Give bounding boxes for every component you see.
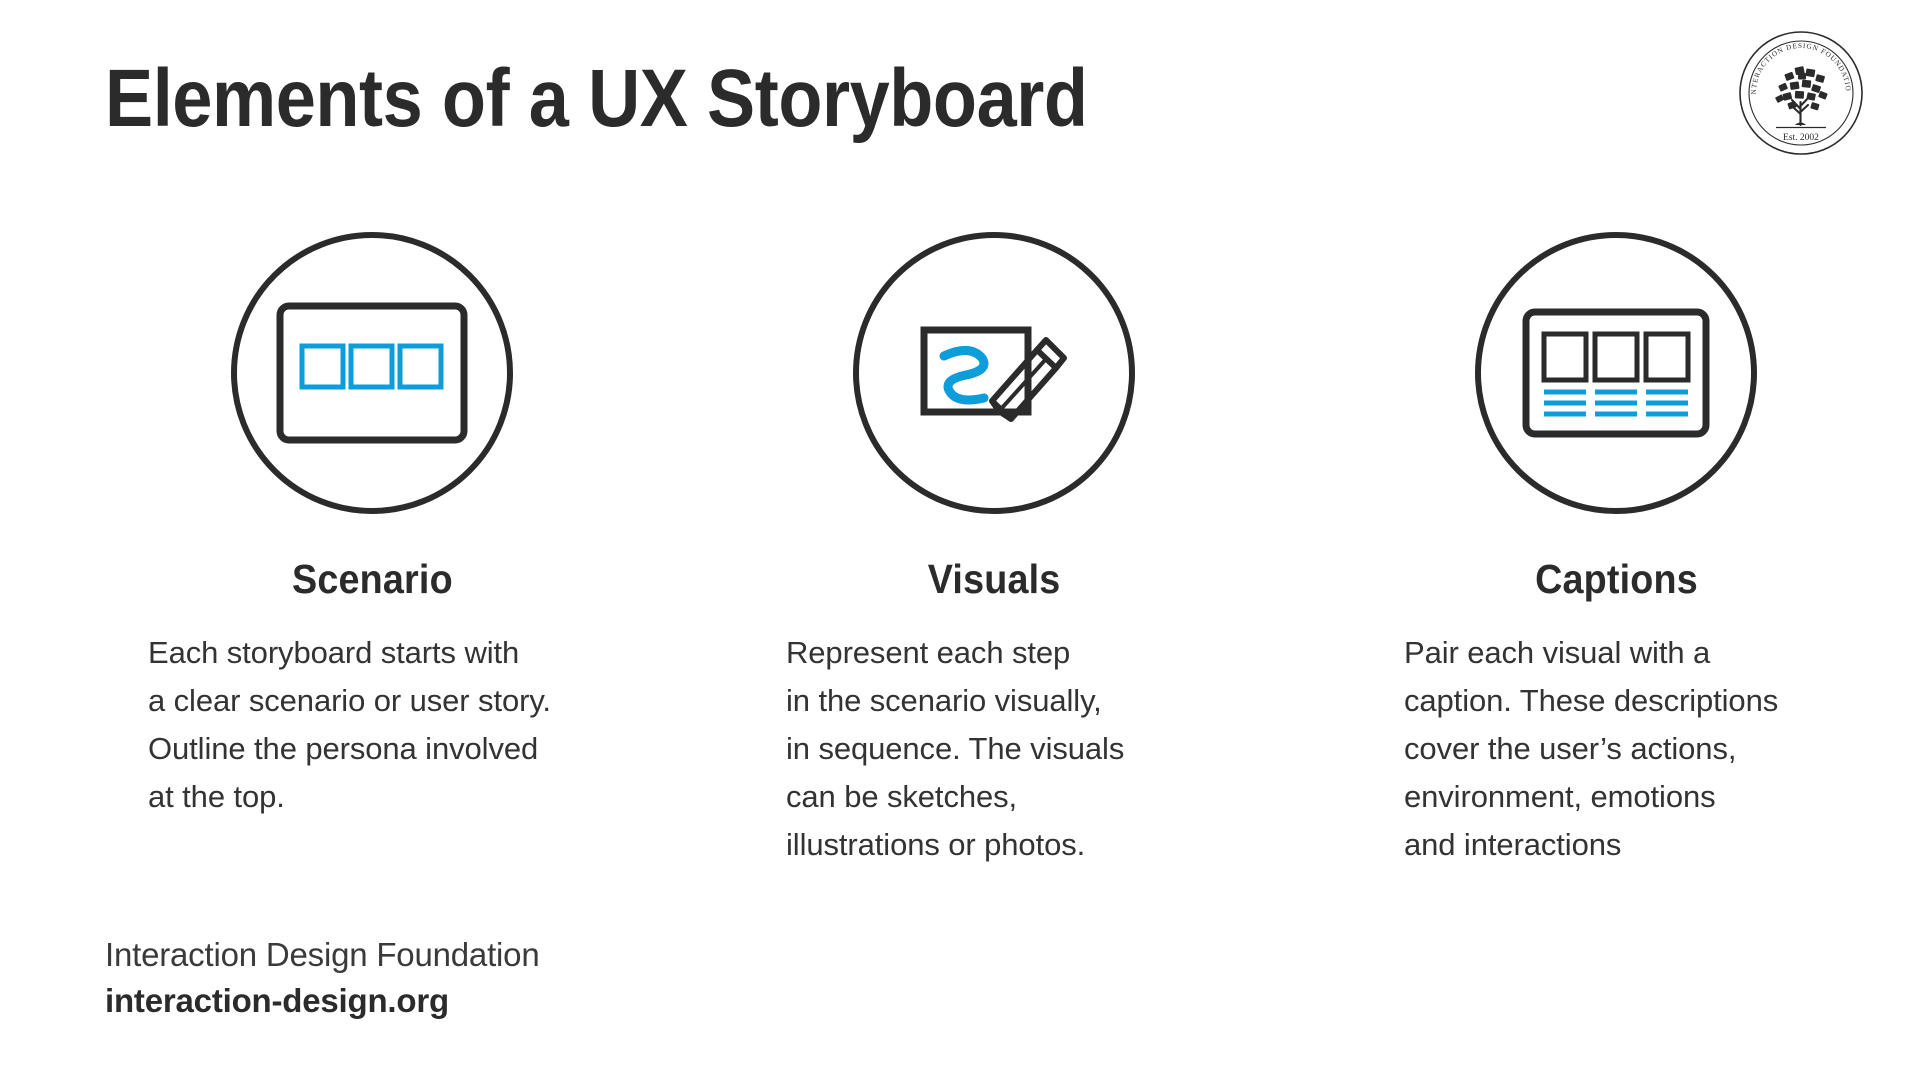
body-line: and interactions [1404,827,1622,862]
card-body-captions: Pair each visual with a caption. These d… [1356,629,1876,869]
body-line: in sequence. The visuals [786,731,1125,766]
body-line: at the top. [148,779,285,814]
body-line: Represent each step [786,635,1071,670]
footer-organization: Interaction Design Foundation [105,936,540,973]
column-scenario: Scenario Each storyboard starts with a c… [72,232,672,869]
footer-url[interactable]: interaction-design.org [105,982,449,1019]
logo-established-text: Est. 2002 [1783,133,1819,143]
idf-logo-seal: INTERACTION DESIGN FOUNDATION [1735,24,1864,156]
card-title-scenario: Scenario [291,556,453,602]
body-line: a clear scenario or user story. [148,683,551,718]
page-title: Elements of a UX Storyboard [105,53,1088,144]
body-line: caption. These descriptions [1404,683,1779,718]
body-line: Each storyboard starts with [148,635,520,670]
card-body-visuals: Represent each step in the scenario visu… [734,629,1254,869]
card-title-captions: Captions [1534,556,1698,602]
footer: Interaction Design Foundation interactio… [105,932,540,1024]
pencil-sketch-icon [853,232,1135,514]
body-line: environment, emotions [1404,779,1716,814]
body-line: Pair each visual with a [1404,635,1711,670]
captioned-frames-icon [1475,232,1757,514]
body-line: cover the user’s actions, [1404,731,1737,766]
storyboard-frames-icon [231,232,513,514]
body-line: in the scenario visually, [786,683,1102,718]
body-line: Outline the persona involved [148,731,539,766]
body-line: can be sketches, [786,779,1018,814]
column-visuals: Visuals Represent each step in the scena… [694,232,1294,869]
card-body-scenario: Each storyboard starts with a clear scen… [112,629,632,821]
column-captions: Captions Pair each visual with a caption… [1316,232,1916,869]
card-title-visuals: Visuals [927,556,1061,602]
elements-columns: Scenario Each storyboard starts with a c… [0,232,1920,869]
body-line: illustrations or photos. [786,827,1086,862]
